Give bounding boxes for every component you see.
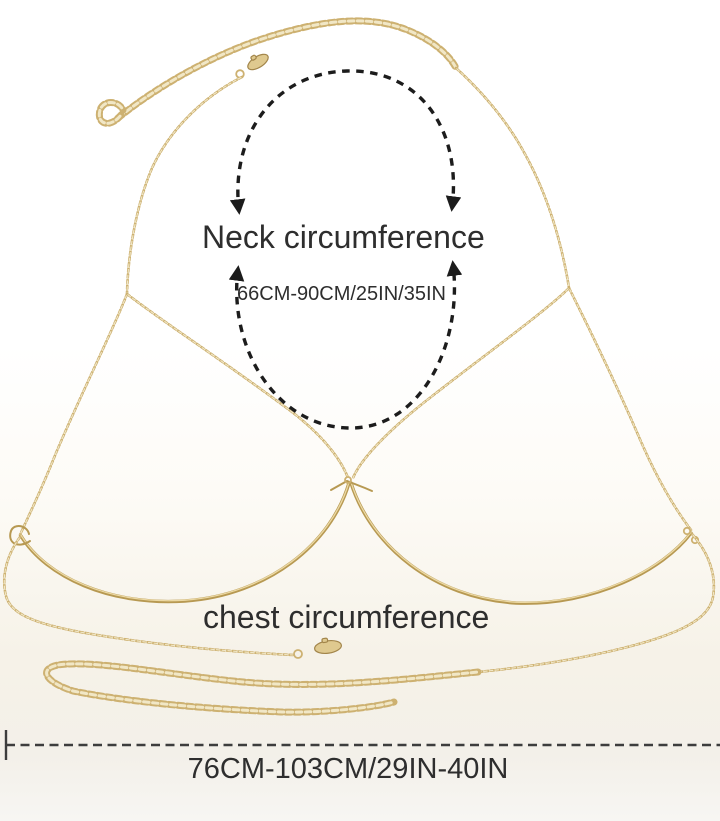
neck-measure-oval [228, 69, 463, 430]
neck-chain-right [454, 66, 571, 290]
strap-left-center [125, 292, 350, 480]
extender-chain [99, 21, 456, 123]
neck-clasp [235, 53, 269, 79]
left-cup-underwire [9, 481, 351, 604]
center-connector [330, 476, 373, 492]
neck-measure-arc-bottom [228, 260, 463, 430]
neck-circumference-label: Neck circumference [202, 219, 485, 255]
left-cup-hook [9, 525, 31, 546]
right-cup-ring [682, 526, 692, 536]
strap-right-outer [567, 286, 693, 532]
band-range-label: 76CM-103CM/29IN-40IN [187, 753, 509, 785]
waist-clasp [293, 637, 342, 659]
neck-measure-arc-top [229, 69, 462, 215]
strap-right-center [351, 286, 571, 480]
band-measure-line [4, 730, 720, 760]
right-cup-underwire [349, 481, 700, 605]
chest-circumference-label: chest circumference [203, 599, 490, 635]
waist-extender-chain [47, 664, 478, 712]
strap-left-outer [18, 292, 129, 537]
neck-chain-left [125, 75, 244, 296]
neck-range-label: 66CM-90CM/25IN/35IN [237, 283, 446, 305]
underbust-chain-left [2, 535, 295, 657]
